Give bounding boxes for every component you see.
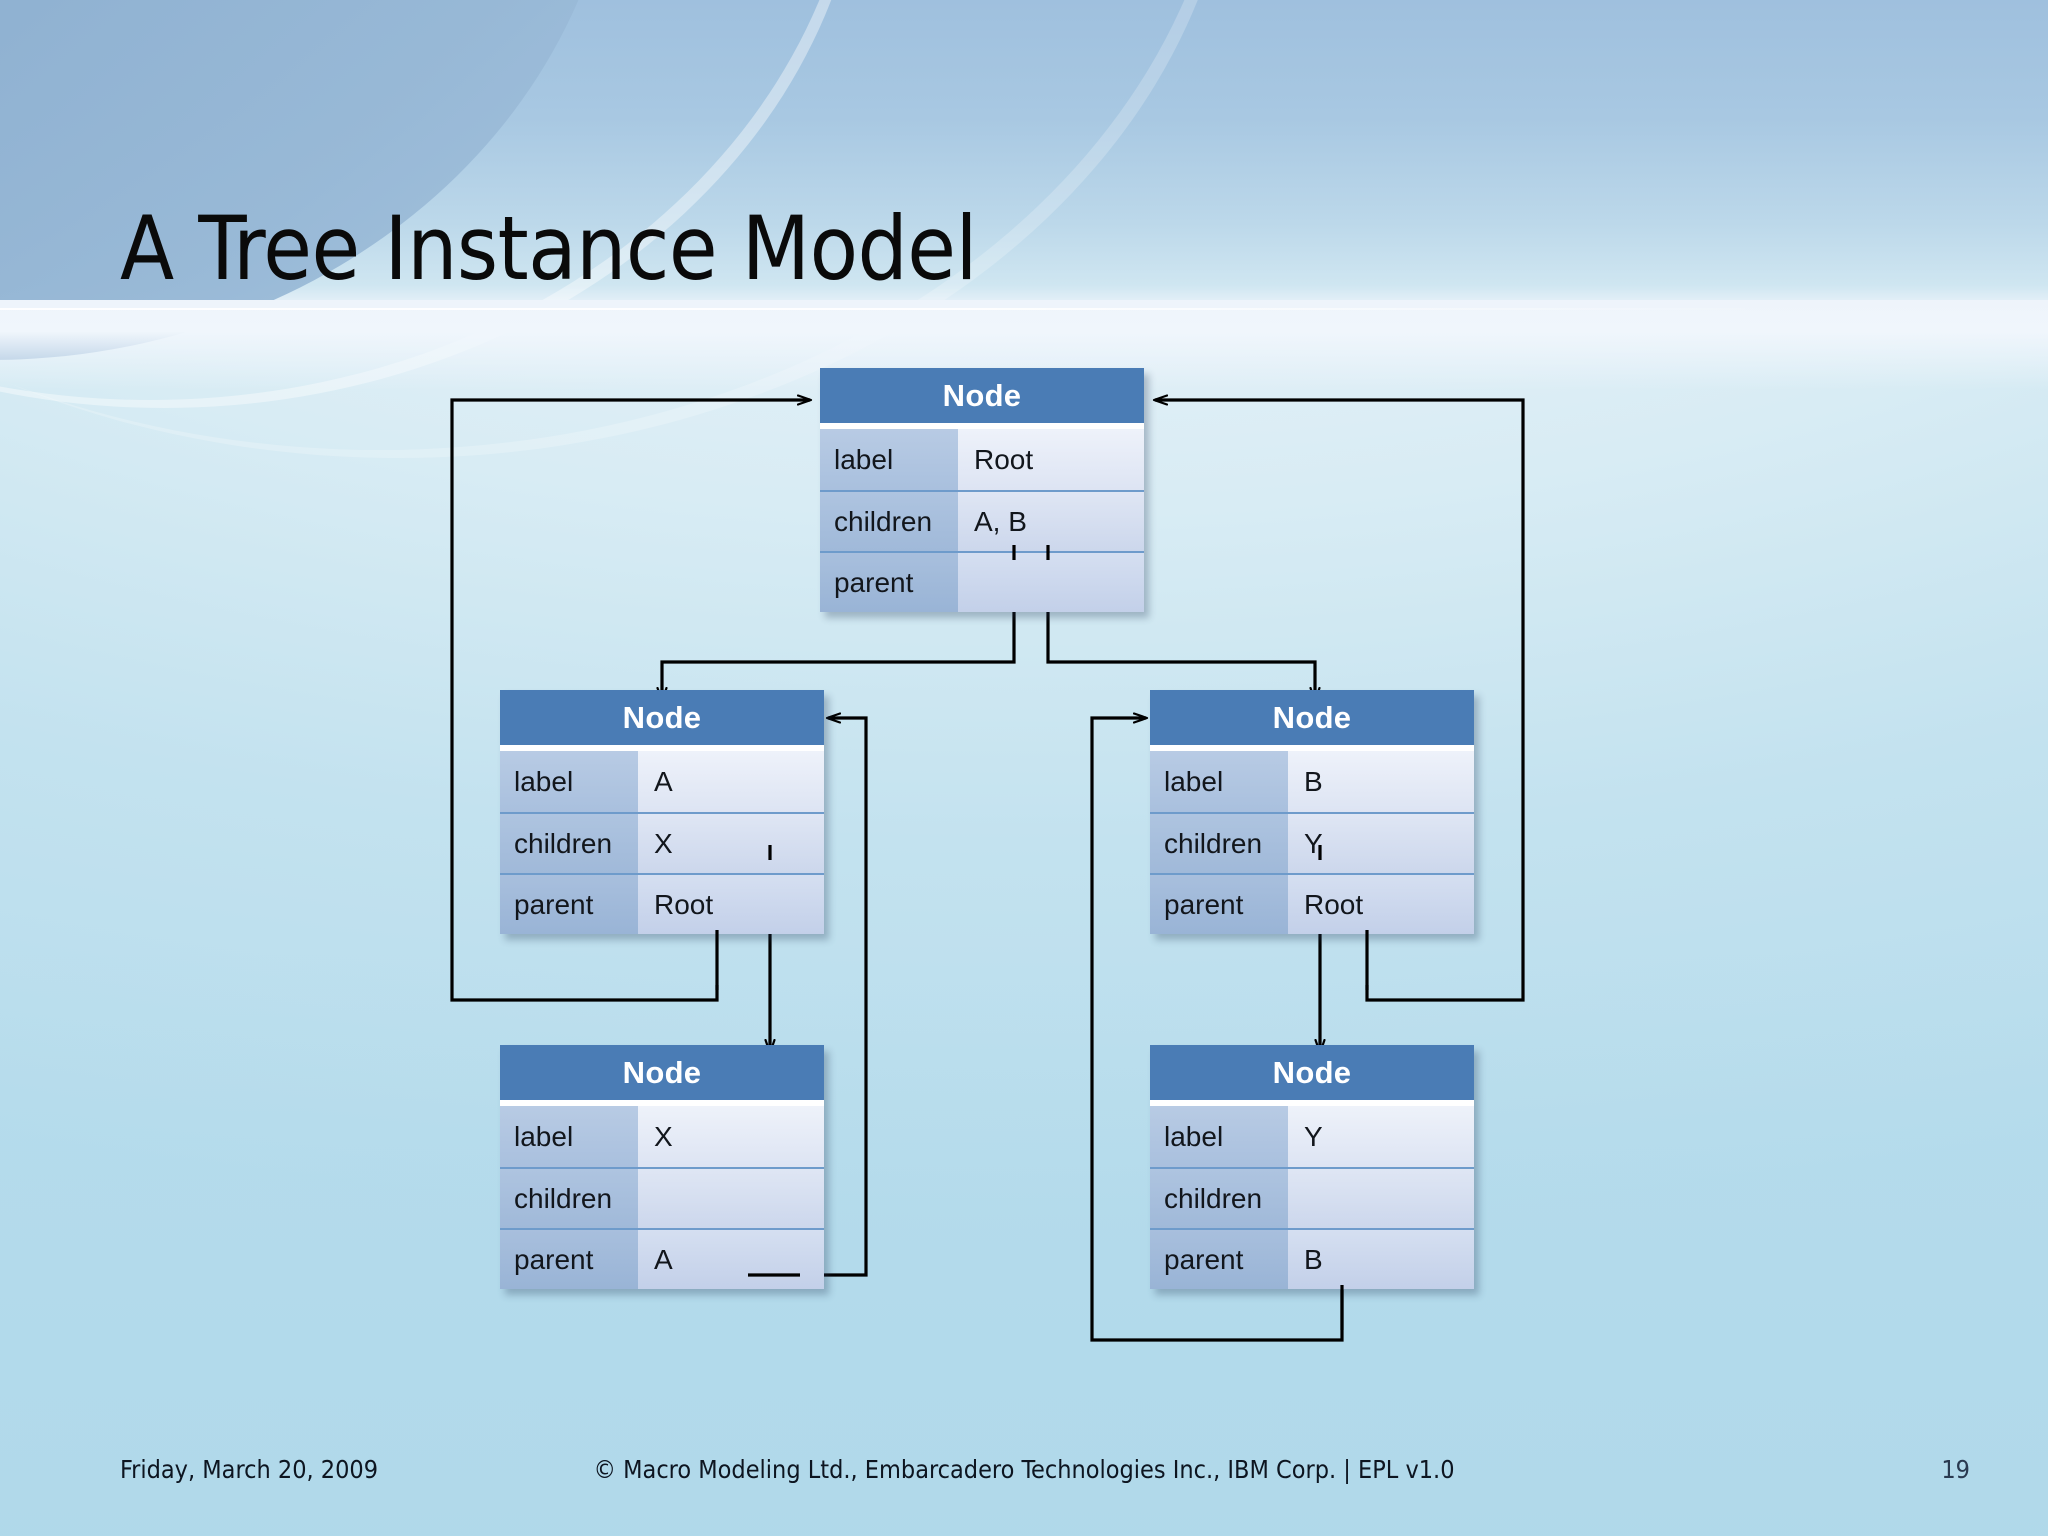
row-key: parent: [1150, 873, 1288, 934]
row-key: children: [1150, 1167, 1288, 1228]
row-value: A, B: [958, 490, 1144, 551]
wire-b-parent-to-root: [1155, 400, 1525, 1002]
row-key: parent: [500, 873, 638, 934]
node-box-a[interactable]: Node label A children X parent Root: [500, 690, 824, 934]
row-key: children: [500, 812, 638, 873]
node-title: Node: [500, 690, 824, 745]
node-row-parent: parent A: [500, 1228, 824, 1289]
row-key: children: [500, 1167, 638, 1228]
row-key: parent: [500, 1228, 638, 1289]
row-value: X: [638, 1106, 824, 1167]
row-value: [1288, 1167, 1474, 1228]
row-key: children: [820, 490, 958, 551]
bottom-wash: [0, 952, 2048, 1536]
row-key: parent: [1150, 1228, 1288, 1289]
row-value: [958, 551, 1144, 612]
node-title: Node: [1150, 690, 1474, 745]
node-row-label: label B: [1150, 751, 1474, 812]
node-row-parent: parent B: [1150, 1228, 1474, 1289]
node-row-children: children X: [500, 812, 824, 873]
node-box-x[interactable]: Node label X children parent A: [500, 1045, 824, 1289]
node-title: Node: [1150, 1045, 1474, 1100]
node-row-children: children Y: [1150, 812, 1474, 873]
row-key: label: [1150, 1106, 1288, 1167]
row-value: [638, 1167, 824, 1228]
row-key: label: [500, 1106, 638, 1167]
node-row-children: children A, B: [820, 490, 1144, 551]
row-value: Root: [638, 873, 824, 934]
node-row-label: label Y: [1150, 1106, 1474, 1167]
row-key: label: [500, 751, 638, 812]
row-key: parent: [820, 551, 958, 612]
row-key: label: [820, 429, 958, 490]
node-box-b[interactable]: Node label B children Y parent Root: [1150, 690, 1474, 934]
node-title: Node: [500, 1045, 824, 1100]
row-value: B: [1288, 751, 1474, 812]
node-row-label: label Root: [820, 429, 1144, 490]
row-value: Root: [958, 429, 1144, 490]
row-value: A: [638, 751, 824, 812]
node-box-root[interactable]: Node label Root children A, B parent: [820, 368, 1144, 612]
row-value: Root: [1288, 873, 1474, 934]
node-title: Node: [820, 368, 1144, 423]
node-header-separator: [1150, 1100, 1474, 1106]
footer-copyright: © Macro Modeling Ltd., Embarcadero Techn…: [593, 1455, 1455, 1484]
footer-date: Friday, March 20, 2009: [120, 1455, 379, 1484]
page-title: A Tree Instance Model: [120, 197, 978, 300]
node-header-separator: [500, 1100, 824, 1106]
footer-page-number: 19: [1941, 1455, 1970, 1484]
row-value: B: [1288, 1228, 1474, 1289]
row-value: X: [638, 812, 824, 873]
node-row-parent: parent: [820, 551, 1144, 612]
row-value: Y: [1288, 1106, 1474, 1167]
node-row-children: children: [500, 1167, 824, 1228]
node-row-children: children: [1150, 1167, 1474, 1228]
node-header-separator: [1150, 745, 1474, 751]
node-row-parent: parent Root: [1150, 873, 1474, 934]
row-key: children: [1150, 812, 1288, 873]
wire-a-parent-to-root: [450, 400, 810, 1002]
row-value: A: [638, 1228, 824, 1289]
title-divider: [0, 308, 1745, 310]
node-header-separator: [500, 745, 824, 751]
node-row-label: label X: [500, 1106, 824, 1167]
row-value: Y: [1288, 812, 1474, 873]
node-header-separator: [820, 423, 1144, 429]
row-key: label: [1150, 751, 1288, 812]
node-row-label: label A: [500, 751, 824, 812]
node-row-parent: parent Root: [500, 873, 824, 934]
node-box-y[interactable]: Node label Y children parent B: [1150, 1045, 1474, 1289]
